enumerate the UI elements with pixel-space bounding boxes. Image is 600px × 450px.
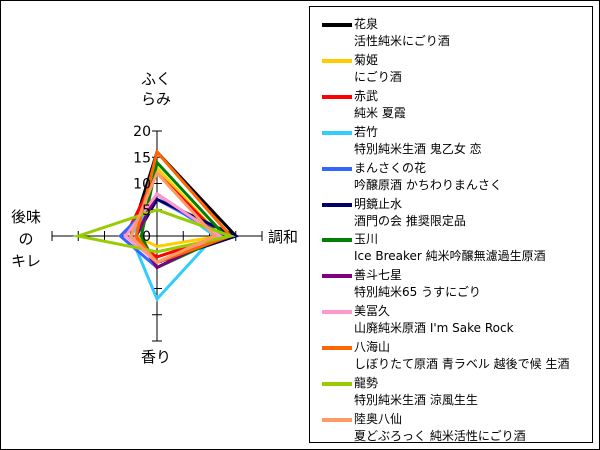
legend-brand: 八海山 [354,340,391,355]
legend-brand: 花泉 [354,17,379,31]
tick-label: 5 [142,203,151,219]
legend: 花泉活性純米にごり酒菊姫にごり酒赤武純米 夏霞若竹特別純米生酒 鬼乙女 恋まんさ… [309,6,593,443]
legend-item: 赤武純米 夏霞 [310,87,592,121]
legend-swatch [322,274,352,279]
legend-brand: 赤武 [354,88,379,103]
legend-swatch [322,238,352,243]
tick-label: 0 [142,229,151,245]
legend-item: 若竹特別純米生酒 鬼乙女 恋 [310,123,592,157]
axis-label-atoaji-no-kire: 後味 の キレ [10,208,41,270]
legend-swatch [322,382,352,386]
legend-swatch [322,202,352,207]
legend-item: 玉川 Ice Breaker 純米吟醸無濾過生原酒 [310,230,592,264]
legend-product: Ice Breaker 純米吟醸無濾過生原酒 [354,249,546,264]
axis-label-chowa: 調和 [268,228,299,246]
legend-brand: 若竹 [354,124,379,139]
legend-product: しぼりたて原酒 青ラベル 越後で候 生酒 [354,357,570,372]
legend-swatch [322,346,352,351]
legend-item: 花泉活性純米にごり酒 [310,15,592,49]
legend-brand: 陸奥八仙 [354,411,403,426]
series-陸奥八仙 [129,170,218,265]
tick-label: 10 [133,177,151,193]
legend-product: 山廃純米原酒 I'm Sake Rock [354,321,514,336]
legend-brand: 菊姫 [354,52,379,67]
legend-item: 菊姫にごり酒 [310,51,592,85]
legend-product: 吟醸原酒 かちわりまんさく [354,177,502,192]
legend-item: まんさくの花吟醸原酒 かちわりまんさく [310,159,592,193]
tick-label: 15 [133,150,151,166]
legend-item: 陸奥八仙夏どぶろっく 純米活性にごり酒 [310,410,592,444]
legend-item: 善斗七星特別純米65 うすにごり [310,266,592,300]
legend-item: 明鏡止水酒門の会 推奨限定品 [310,195,592,229]
legend-product: 特別純米65 うすにごり [354,285,481,300]
legend-product: にごり酒 [354,69,402,84]
legend-brand: 龍勢 [354,376,379,390]
legend-brand: 玉川 [354,232,379,247]
series-赤武 [123,170,223,259]
legend-swatch [322,166,352,171]
axis-label-fukurami: ふく らみ [140,70,171,108]
legend-item: 美冨久山廃純米原酒 I'm Sake Rock [310,302,592,336]
legend-product: 酒門の会 推奨限定品 [354,213,466,228]
legend-brand: まんさくの花 [354,160,427,175]
radar-tick-labels: 20 15 10 5 0 [133,124,151,245]
axis-label-kaori: 香り [140,348,171,366]
legend-swatch [322,310,352,315]
legend-item: 龍勢特別純米生酒 涼風生生 [310,374,592,408]
legend-item: 八海山しぼりたて原酒 青ラベル 越後で候 生酒 [310,338,592,372]
legend-swatch [322,130,352,135]
legend-product: 特別純米生酒 涼風生生 [354,393,478,407]
tick-label: 20 [133,124,151,140]
legend-product: 純米 夏霞 [354,105,406,120]
legend-swatch [322,58,352,63]
radar-series [72,148,240,302]
legend-swatch [322,94,352,99]
legend-product: 夏どぶろっく 純米活性にごり酒 [354,428,526,443]
legend-brand: 美冨久 [354,304,391,319]
legend-product: 特別純米生酒 鬼乙女 恋 [354,141,482,156]
legend-product: 活性純米にごり酒 [354,34,450,48]
legend-brand: 善斗七星 [354,268,403,283]
legend-swatch [322,417,352,422]
legend-swatch [322,23,352,27]
legend-brand: 明鏡止水 [354,196,403,211]
